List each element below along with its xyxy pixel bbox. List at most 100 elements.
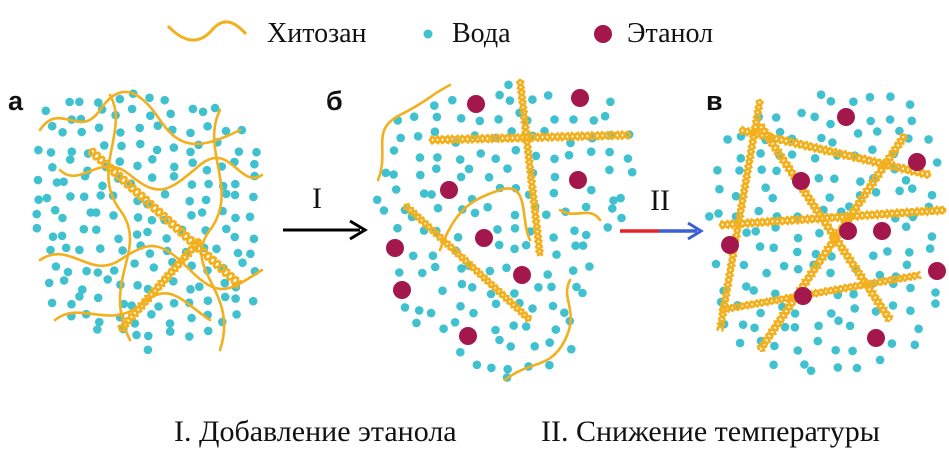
water-molecule	[530, 342, 539, 351]
water-molecule	[510, 224, 520, 233]
water-molecule	[221, 126, 231, 136]
water-molecule	[545, 360, 554, 370]
water-molecule	[810, 154, 820, 163]
water-molecule	[756, 149, 765, 158]
water-molecule	[813, 336, 823, 346]
water-molecule	[34, 145, 43, 155]
chitosan-chain	[88, 147, 240, 289]
water-molecule	[735, 166, 744, 175]
water-molecule	[66, 192, 75, 201]
water-molecule	[883, 247, 892, 256]
water-molecule	[502, 263, 511, 273]
water-molecule	[550, 115, 559, 124]
water-molecule	[495, 90, 504, 100]
water-molecule	[542, 210, 551, 219]
water-molecule	[787, 150, 797, 159]
water-molecule	[379, 206, 389, 215]
water-molecule	[551, 325, 561, 334]
water-molecule	[118, 246, 127, 255]
water-molecule	[109, 266, 119, 275]
water-molecule	[723, 135, 732, 144]
water-molecule	[509, 321, 518, 330]
water-molecule	[552, 250, 561, 259]
water-molecule	[185, 332, 194, 341]
water-molecule	[48, 232, 58, 241]
water-molecule	[828, 138, 837, 147]
water-molecule	[617, 213, 626, 223]
water-molecule	[238, 258, 247, 268]
water-molecule	[815, 228, 824, 238]
water-molecule	[587, 185, 596, 195]
water-molecule	[145, 93, 154, 103]
water-molecule	[491, 154, 501, 163]
water-molecule	[92, 225, 101, 234]
water-molecule	[751, 227, 760, 236]
water-molecule	[769, 360, 778, 370]
legend-graphics	[166, 20, 612, 43]
water-molecule	[389, 146, 399, 155]
water-molecule	[221, 189, 231, 199]
water-molecule	[548, 301, 558, 311]
water-molecule	[814, 173, 824, 183]
water-molecule	[793, 346, 803, 355]
water-molecule	[47, 121, 57, 131]
water-molecule	[44, 278, 54, 288]
legend-ethanol-label: Этанол	[627, 18, 714, 49]
water-molecule	[103, 275, 112, 284]
water-molecule	[115, 94, 125, 104]
chitosan-chain	[58, 156, 264, 191]
ethanol-molecule	[867, 329, 885, 347]
water-molecule	[414, 306, 424, 315]
water-molecule	[547, 282, 556, 292]
ethanol-molecule	[792, 172, 810, 190]
water-molecule	[119, 299, 129, 309]
water-molecule	[811, 249, 821, 259]
water-molecule	[109, 211, 118, 220]
water-molecule	[510, 244, 519, 254]
water-molecule	[586, 147, 596, 156]
water-molecule	[245, 212, 255, 222]
chitosan-chain	[718, 270, 921, 314]
caption-step2: II. Снижение температуры	[541, 415, 880, 448]
water-molecule	[232, 310, 241, 319]
legend-chitosan-label: Хитозан	[267, 18, 367, 49]
water-molecule	[469, 308, 478, 318]
water-molecule	[430, 262, 440, 272]
water-molecule	[505, 96, 515, 105]
water-molecule	[98, 181, 107, 191]
water-molecule	[432, 112, 442, 122]
ethanol-molecule	[721, 236, 739, 254]
water-molecule	[237, 125, 247, 135]
water-molecule	[483, 202, 493, 212]
step2-arrow	[620, 221, 704, 241]
water-molecule	[528, 304, 537, 313]
water-molecule	[433, 203, 443, 213]
water-molecule	[806, 366, 816, 376]
water-molecule	[761, 183, 770, 192]
water-molecule	[187, 211, 196, 220]
water-molecule	[924, 135, 933, 144]
chitosan-chain	[117, 238, 203, 332]
water-molecule	[543, 270, 552, 279]
water-molecule	[248, 296, 258, 306]
water-molecule	[543, 91, 553, 100]
water-molecule	[202, 165, 212, 175]
water-molecule	[560, 308, 569, 318]
water-molecule	[412, 318, 421, 328]
water-molecule	[234, 147, 244, 156]
water-molecule	[487, 363, 496, 373]
water-molecule	[738, 320, 748, 330]
water-molecule	[711, 259, 721, 269]
water-molecule	[550, 154, 559, 164]
water-molecule	[79, 192, 89, 201]
water-molecule	[875, 270, 885, 280]
water-molecule	[188, 104, 198, 114]
water-molecule	[925, 244, 935, 253]
water-molecule	[875, 355, 885, 365]
chitosan-chain	[376, 83, 452, 182]
water-molecule	[731, 191, 741, 201]
water-molecule	[250, 159, 259, 169]
water-molecule	[510, 289, 519, 298]
water-molecule	[872, 127, 882, 136]
water-molecule	[780, 322, 790, 332]
